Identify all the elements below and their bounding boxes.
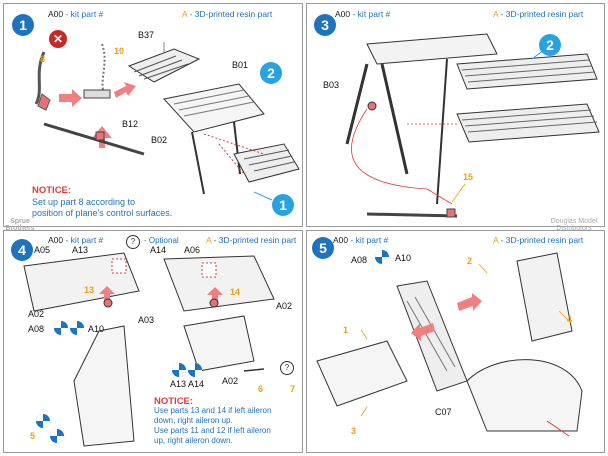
notice-line: up, right aileron down. xyxy=(154,436,233,445)
step-number: 4 xyxy=(11,239,33,261)
step-panel-4: 4 A00 - kit part # ? - Optional A - 3D-p… xyxy=(3,230,303,453)
part-label-c07: C07 xyxy=(435,407,452,417)
kit-part-legend: A00 - kit part # xyxy=(48,9,104,19)
part-label-8: 8 xyxy=(40,54,46,64)
substep-badge-1: 1 xyxy=(272,194,294,216)
step-number: 1 xyxy=(12,14,34,36)
part-label-a05: A05 xyxy=(34,245,51,255)
watermark-right: Douglas Model Distributors xyxy=(550,218,598,232)
part-label-a13: A13 xyxy=(170,379,187,389)
step-panel-5: 5 A00 - kit part # A - 3D-printed resin … xyxy=(306,230,605,453)
part-label-15: 15 xyxy=(463,172,474,182)
part-label-3: 3 xyxy=(351,426,357,436)
part-label-a14: A14 xyxy=(188,379,205,389)
step-5-illustration xyxy=(316,252,583,437)
kit-part-legend: A00 - kit part # xyxy=(48,235,104,245)
part-label-a13: A13 xyxy=(72,245,89,255)
paint-a08-icon xyxy=(54,321,68,335)
part-label-1: 1 xyxy=(343,325,349,335)
notice-title: NOTICE: xyxy=(32,185,72,196)
part-label-14: 14 xyxy=(230,287,241,297)
kit-part-legend: A00 - kit part # xyxy=(335,9,391,19)
watermark-left: Sprue Brothers xyxy=(5,218,35,232)
kit-part-legend: A00 - kit part # xyxy=(333,235,389,245)
paint-a08-icon xyxy=(375,250,389,264)
optional-legend: - Optional xyxy=(144,236,179,245)
part-label-b03: B03 xyxy=(323,80,340,90)
step-3-illustration xyxy=(345,33,600,218)
part-label-a02: A02 xyxy=(222,376,239,386)
part-label-7: 7 xyxy=(290,384,296,394)
notice-line: down, right aileron up. xyxy=(154,416,233,425)
step-1-illustration xyxy=(34,42,300,201)
resin-part-legend: A - 3D-printed resin part xyxy=(493,9,584,19)
remove-part-icon: ✕ xyxy=(49,30,67,48)
part-label-13: 13 xyxy=(84,285,95,295)
part-label-a08: A08 xyxy=(28,324,45,334)
part-label-a02: A02 xyxy=(28,309,45,319)
resin-part-legend: A - 3D-printed resin part xyxy=(206,235,297,245)
part-label-2: 2 xyxy=(467,256,473,266)
optional-question-icon: ? xyxy=(126,235,140,249)
step-number: 3 xyxy=(314,14,336,36)
step-number: 5 xyxy=(312,237,334,259)
part-label-a14: A14 xyxy=(150,245,167,255)
paint-icon xyxy=(36,414,50,428)
part-label-a02: A02 xyxy=(276,301,293,311)
part-label-b12: B12 xyxy=(122,119,139,129)
substep-badge-2: 2 xyxy=(539,34,561,56)
part-label-b01: B01 xyxy=(232,60,249,70)
paint-icon xyxy=(50,429,64,443)
part-label-a10: A10 xyxy=(88,324,105,334)
part-label-a06: A06 xyxy=(184,245,201,255)
step-panel-3: 3 A00 - kit part # A - 3D-printed resin … xyxy=(306,3,605,227)
notice-title: NOTICE: xyxy=(154,396,194,407)
paint-a14-icon xyxy=(188,363,202,377)
resin-part-legend: A - 3D-printed resin part xyxy=(493,235,584,245)
notice-line: position of plane's control surfaces. xyxy=(32,208,173,218)
optional-question-icon: ? xyxy=(280,361,294,375)
paint-a13-icon xyxy=(172,363,186,377)
part-label-a03: A03 xyxy=(138,315,155,325)
part-label-10: 10 xyxy=(114,46,125,56)
resin-part-legend: A - 3D-printed resin part xyxy=(182,9,273,19)
step-4-illustration xyxy=(23,252,275,447)
notice-line: Set up part 8 according to xyxy=(32,197,136,207)
notice-line: Use parts 13 and 14 if left aileron xyxy=(154,406,272,415)
part-label-a08: A08 xyxy=(351,255,368,265)
part-label-6: 6 xyxy=(258,384,264,394)
part-label-5: 5 xyxy=(30,431,36,441)
part-label-b37: B37 xyxy=(138,30,155,40)
step-panel-1: 1 ✕ A00 - kit part # A - 3D-printed resi… xyxy=(3,3,303,227)
part-label-a10: A10 xyxy=(395,253,412,263)
part-label-b02: B02 xyxy=(151,135,168,145)
part-label-4: 4 xyxy=(567,315,573,325)
notice-line: Use parts 11 and 12 if left aileron xyxy=(154,426,271,435)
paint-a10-icon xyxy=(70,321,84,335)
substep-badge-2: 2 xyxy=(260,62,282,84)
